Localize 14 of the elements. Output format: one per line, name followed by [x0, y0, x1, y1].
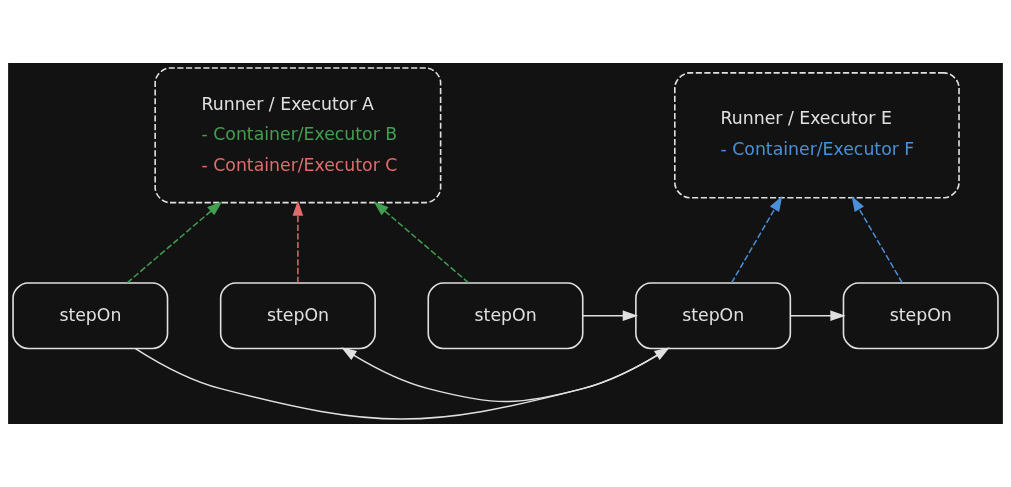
node-box: stepOn [427, 282, 584, 350]
arrow [126, 201, 223, 284]
node-box: Runner / Executor E - Container/Executor F [674, 72, 960, 199]
arrow [851, 196, 903, 284]
node-box: stepOn [635, 282, 792, 350]
node-box: stepOn [12, 282, 169, 350]
arrow [292, 200, 304, 284]
arrow [789, 310, 846, 322]
node-box: Runner / Executor A - Container/Executor B - Container/Executor C [154, 67, 442, 204]
arrow [730, 196, 783, 284]
arrow [582, 310, 639, 322]
node-box: stepOn [219, 282, 376, 350]
node-box: stepOn [842, 282, 999, 350]
arrow [373, 201, 470, 284]
